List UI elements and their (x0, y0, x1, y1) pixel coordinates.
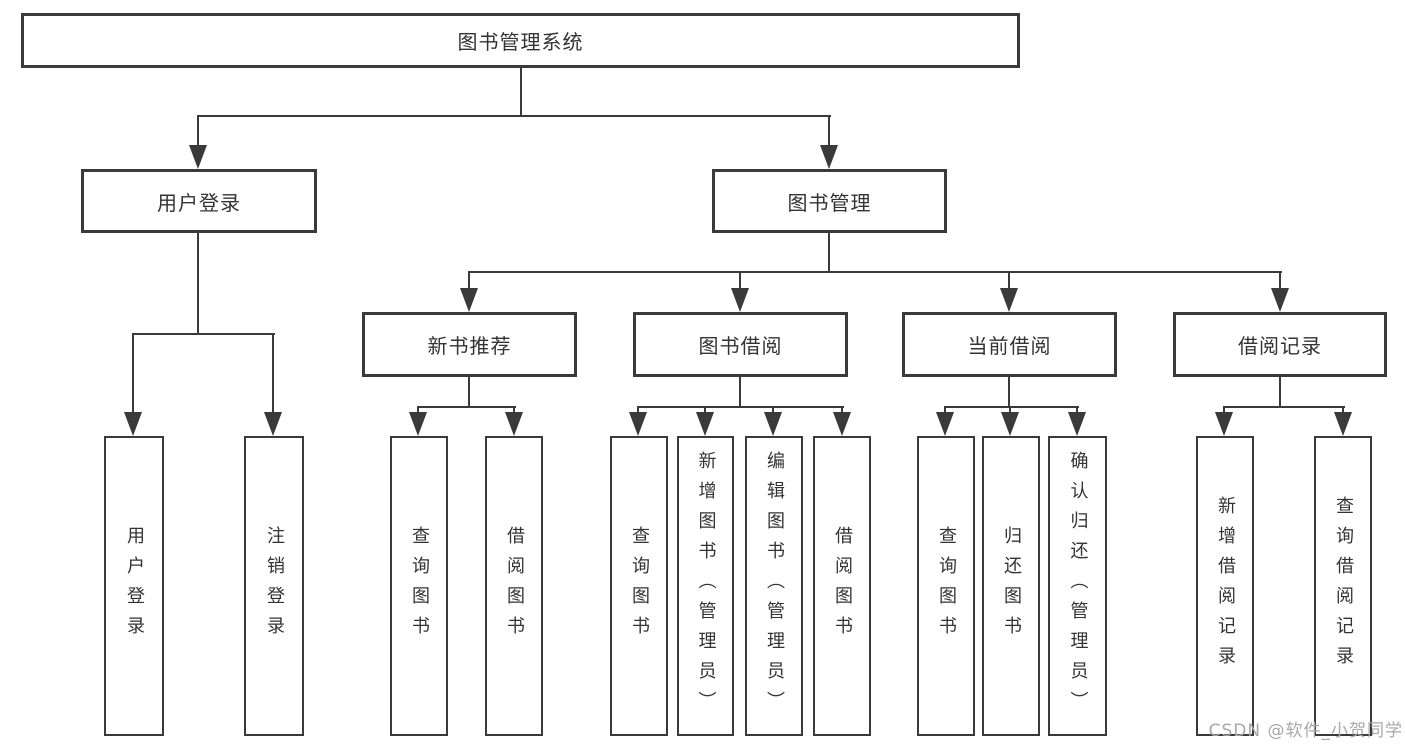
connector-line (739, 377, 741, 408)
leaf-label: 查询图书 (936, 526, 957, 646)
leaf-add-books-admin: 新增图书（管理员） (677, 436, 734, 736)
node-book-borrowing: 图书借阅 (633, 312, 848, 377)
arrow-down-icon (189, 145, 207, 169)
connector-line (1223, 406, 1225, 415)
node-label: 当前借阅 (967, 334, 1052, 358)
leaf-label: 编辑图书（管理员） (764, 451, 785, 721)
connector-line (828, 115, 830, 147)
leaf-confirm-return-admin: 确认归还（管理员） (1048, 436, 1107, 736)
leaf-label: 用户登录 (124, 526, 145, 646)
leaf-label: 借阅图书 (832, 526, 853, 646)
connector-line (944, 406, 946, 415)
connector-line (637, 406, 639, 415)
connector-line (1008, 377, 1010, 408)
leaf-query-books-borrowing: 查询图书 (610, 436, 668, 736)
arrow-down-icon (1215, 412, 1233, 436)
leaf-label: 注销登录 (264, 526, 285, 646)
node-label: 图书借阅 (698, 334, 783, 358)
leaf-label: 新增借阅记录 (1215, 496, 1236, 676)
arrow-down-icon (1271, 288, 1289, 312)
arrow-down-icon (1068, 412, 1086, 436)
leaf-label: 借阅图书 (504, 526, 525, 646)
leaf-return-books: 归还图书 (982, 436, 1040, 736)
node-user-login: 用户登录 (81, 169, 317, 233)
connector-line (739, 271, 741, 290)
connector-line (841, 406, 843, 415)
leaf-borrow-books-recommend: 借阅图书 (485, 436, 543, 736)
connector-line (1009, 406, 1011, 415)
arrow-down-icon (124, 412, 142, 436)
node-label: 借阅记录 (1238, 334, 1322, 358)
connector-line (513, 406, 515, 415)
connector-line (1279, 377, 1281, 408)
arrow-down-icon (764, 412, 782, 436)
node-new-book-recommendation: 新书推荐 (362, 312, 577, 377)
leaf-label: 新增图书（管理员） (695, 451, 717, 721)
leaf-label: 查询借阅记录 (1333, 496, 1354, 676)
node-borrowing-records: 借阅记录 (1173, 312, 1387, 377)
connector-line (197, 115, 199, 147)
leaf-query-borrow-record: 查询借阅记录 (1314, 436, 1372, 736)
connector-line (828, 233, 830, 273)
leaf-add-borrow-record: 新增借阅记录 (1196, 436, 1254, 736)
connector-line (772, 406, 774, 415)
connector-line (417, 406, 516, 408)
leaf-borrow-books-borrowing: 借阅图书 (813, 436, 871, 736)
leaf-label: 查询图书 (629, 526, 650, 646)
connector-line (520, 68, 522, 116)
arrow-down-icon (936, 412, 954, 436)
arrow-down-icon (696, 412, 714, 436)
connector-line (1279, 271, 1281, 290)
node-label: 图书管理系统 (457, 30, 584, 54)
connector-line (1076, 406, 1078, 415)
arrow-down-icon (820, 145, 838, 169)
node-library-management-system: 图书管理系统 (21, 13, 1020, 68)
connector-line (417, 406, 419, 415)
connector-line (1223, 406, 1345, 408)
connector-line (132, 333, 134, 414)
arrow-down-icon (460, 288, 478, 312)
connector-line (197, 115, 831, 117)
node-book-management: 图书管理 (712, 169, 947, 233)
arrow-down-icon (409, 412, 427, 436)
connector-line (132, 333, 275, 335)
node-label: 图书管理 (787, 190, 872, 215)
arrow-down-icon (264, 412, 282, 436)
leaf-logout: 注销登录 (244, 436, 304, 736)
leaf-label: 查询图书 (409, 526, 430, 646)
connector-line (1342, 406, 1344, 415)
arrow-down-icon (505, 412, 523, 436)
node-label: 用户登录 (157, 190, 241, 215)
connector-line (944, 406, 1079, 408)
leaf-edit-books-admin: 编辑图书（管理员） (745, 436, 803, 736)
leaf-label: 确认归还（管理员） (1067, 451, 1089, 721)
connector-line (1008, 271, 1010, 290)
arrow-down-icon (1000, 288, 1018, 312)
leaf-user-login: 用户登录 (104, 436, 164, 736)
connector-line (468, 377, 470, 408)
leaf-query-books-recommend: 查询图书 (390, 436, 448, 736)
connector-line (468, 271, 1282, 273)
watermark: CSDN @软件_小贺同学 (1208, 721, 1403, 741)
connector-line (704, 406, 706, 415)
connector-line (197, 233, 199, 335)
arrow-down-icon (629, 412, 647, 436)
node-current-borrowing: 当前借阅 (902, 312, 1117, 377)
connector-line (468, 271, 470, 290)
arrow-down-icon (1001, 412, 1019, 436)
connector-line (272, 333, 274, 414)
arrow-down-icon (833, 412, 851, 436)
arrow-down-icon (731, 288, 749, 312)
leaf-label: 归还图书 (1001, 526, 1022, 646)
connector-line (637, 406, 844, 408)
node-label: 新书推荐 (427, 334, 512, 358)
leaf-query-books-current: 查询图书 (917, 436, 975, 736)
arrow-down-icon (1334, 412, 1352, 436)
